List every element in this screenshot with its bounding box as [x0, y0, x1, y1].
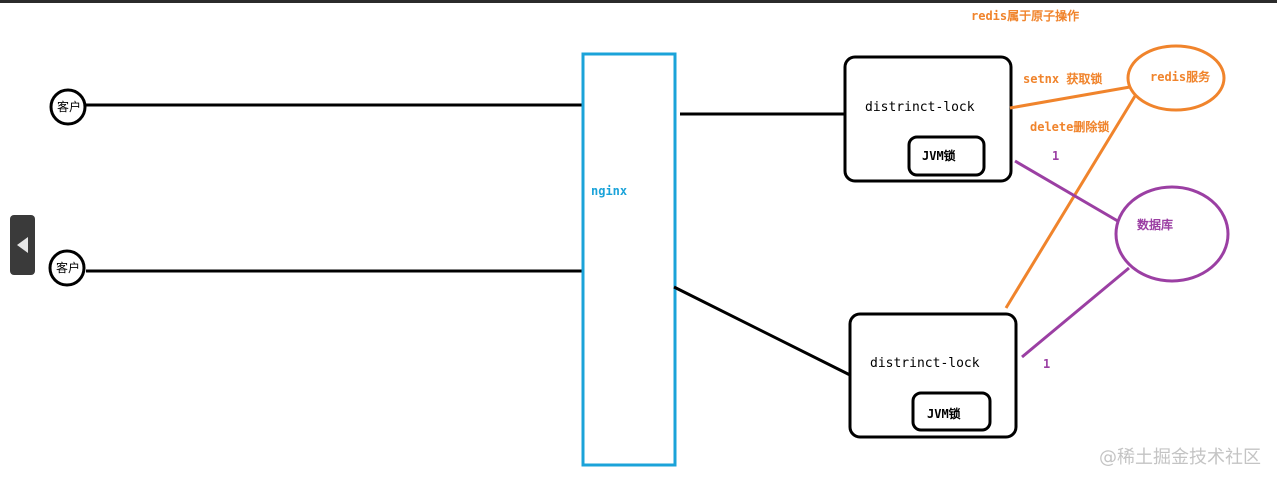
- setnx-label: setnx 获取锁: [1023, 72, 1103, 86]
- service-2-jvm-label: JVM锁: [927, 407, 961, 421]
- client-2-node: [48, 249, 86, 287]
- service-2-label: distrinct-lock: [870, 356, 980, 371]
- service-2-jvm-box: [911, 391, 992, 432]
- collapse-sidebar-button[interactable]: [10, 215, 35, 275]
- db-edge-label-1: 1: [1052, 149, 1060, 163]
- triangle-left-icon: [17, 237, 28, 253]
- db-service-2-link: [1021, 266, 1130, 359]
- client-2-label: 客户: [56, 261, 81, 275]
- delete-label: delete删除锁: [1030, 120, 1110, 134]
- db-service-1-link: [1014, 159, 1129, 229]
- nginx-service-2-link: [673, 285, 851, 377]
- redis-label: redis服务: [1150, 70, 1211, 84]
- redis-service-2-link: [1004, 95, 1137, 309]
- redis-node: [1126, 44, 1226, 112]
- redis-atomic-note: redis属于原子操作: [971, 9, 1080, 23]
- service-1-jvm-box: [907, 135, 986, 177]
- database-label: 数据库: [1137, 218, 1174, 232]
- redis-setnx-link: [1009, 85, 1131, 110]
- client-1-node: [49, 88, 87, 126]
- client-1-label: 客户: [57, 100, 82, 114]
- db-edge-label-2: 1: [1043, 357, 1051, 371]
- database-node: [1114, 185, 1230, 283]
- nginx-label: nginx: [591, 184, 628, 198]
- service-1-label: distrinct-lock: [865, 100, 975, 115]
- service-1-jvm-label: JVM锁: [922, 149, 956, 163]
- window-top-border: [0, 0, 1277, 3]
- nginx-box: [581, 52, 677, 467]
- watermark: @稀土掘金技术社区: [1099, 447, 1261, 468]
